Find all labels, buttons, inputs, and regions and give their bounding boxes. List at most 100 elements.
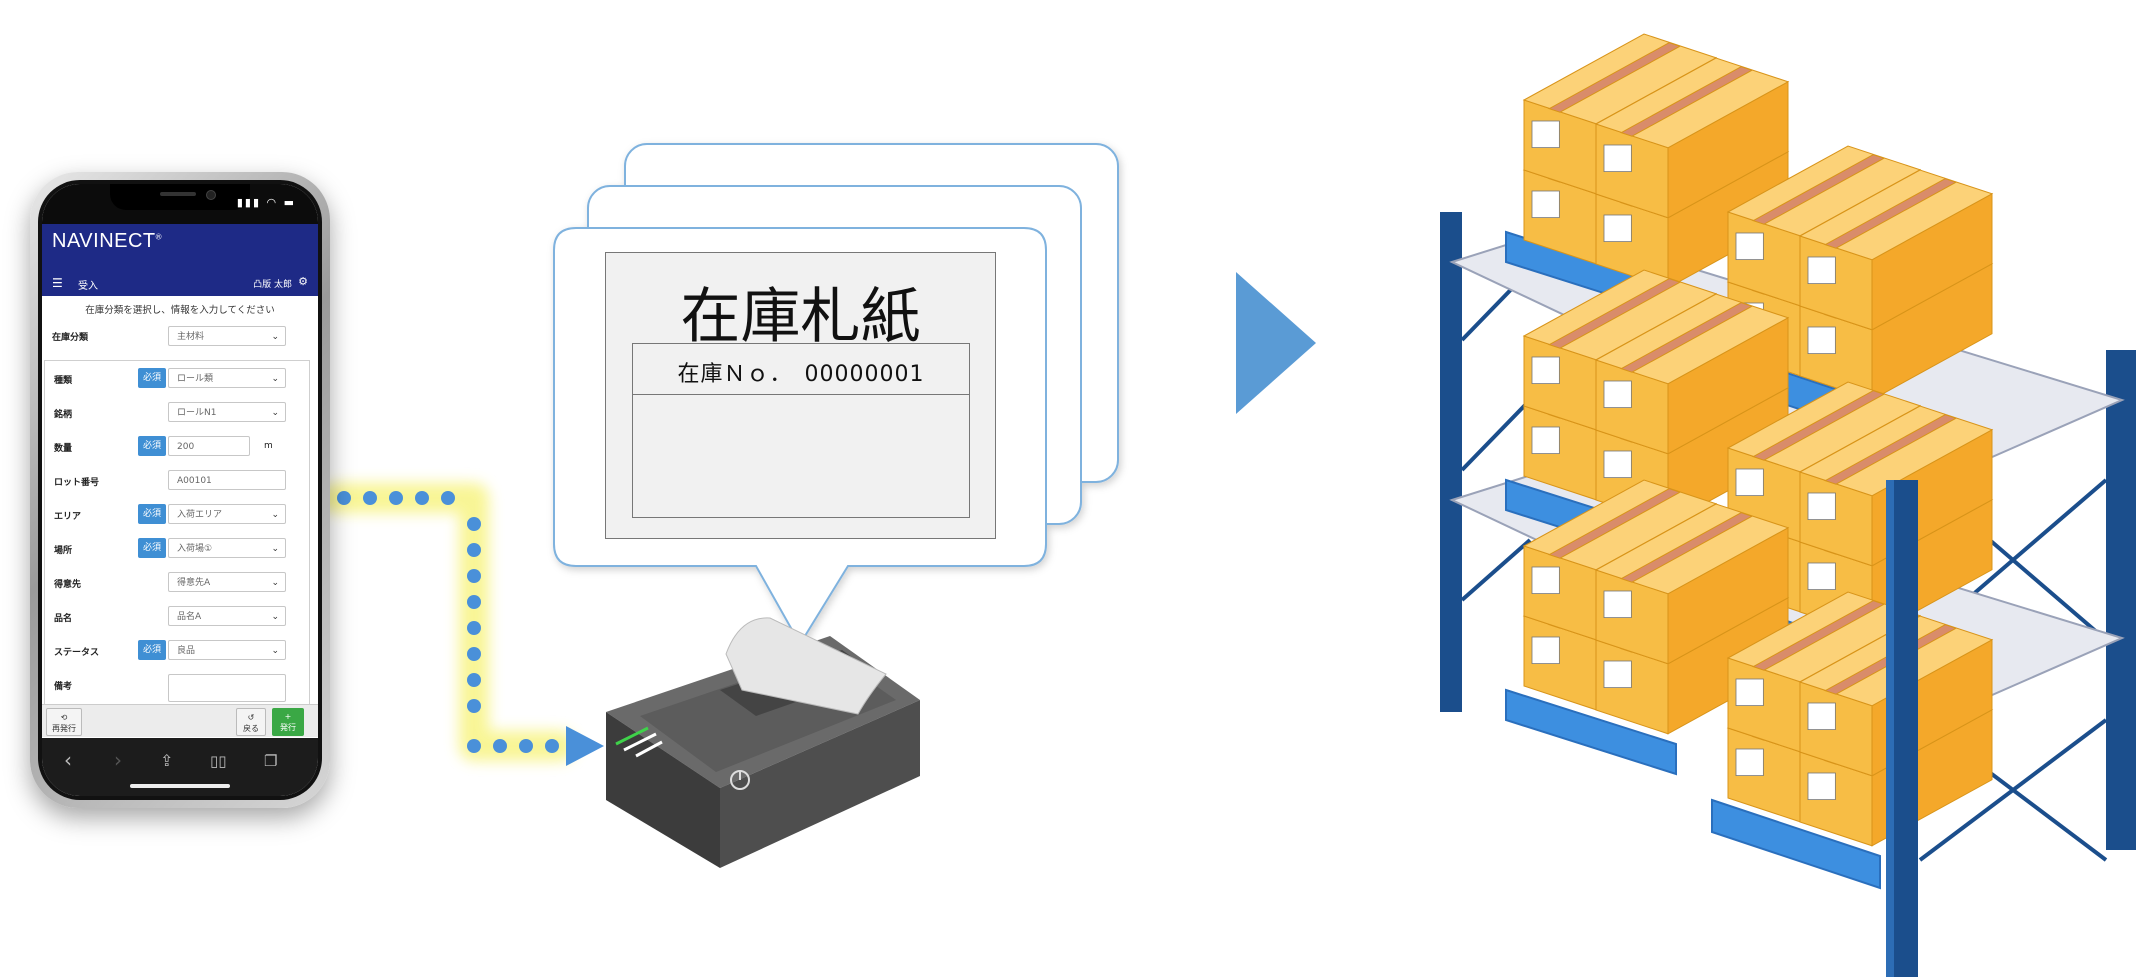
screen-title: 受入 bbox=[78, 281, 98, 292]
flow-dot bbox=[467, 647, 481, 661]
flow-dot bbox=[337, 491, 351, 505]
field-select[interactable]: 良品⌄ bbox=[168, 640, 286, 660]
flow-dot bbox=[467, 621, 481, 635]
chevron-down-icon: ⌄ bbox=[271, 544, 279, 554]
box-label bbox=[1807, 702, 1836, 731]
notch bbox=[110, 184, 250, 210]
warehouse-rack-icon bbox=[1440, 33, 2136, 977]
back-arrow-icon[interactable]: ‹ bbox=[64, 748, 72, 772]
data-flow-path bbox=[320, 483, 604, 766]
field-select[interactable]: ロールN1⌄ bbox=[168, 402, 286, 422]
chevron-down-icon: ⌄ bbox=[271, 578, 279, 588]
status-icons: ▮▮▮ ◠ ▬ bbox=[236, 196, 296, 209]
field-select[interactable]: ロール類⌄ bbox=[168, 368, 286, 388]
field-label: エリア bbox=[54, 512, 82, 522]
field-label: 場所 bbox=[54, 546, 73, 556]
chevron-down-icon: ⌄ bbox=[271, 612, 279, 622]
category-label: 在庫分類 bbox=[52, 333, 89, 343]
box-label bbox=[1531, 636, 1560, 665]
plus-icon: + bbox=[284, 712, 292, 721]
box-label bbox=[1735, 468, 1764, 497]
field-input[interactable]: 200 bbox=[168, 436, 250, 456]
issue-button[interactable]: + 発行 bbox=[272, 708, 304, 736]
box-label bbox=[1735, 748, 1764, 777]
inventory-tag bbox=[605, 252, 996, 539]
box-label bbox=[1807, 256, 1836, 285]
field-select[interactable]: 入荷場① ⌄ bbox=[168, 538, 286, 558]
brand-name: NAVINECT bbox=[52, 230, 156, 252]
chevron-down-icon: ⌄ bbox=[271, 374, 279, 384]
field-label: ステータス bbox=[54, 648, 100, 658]
field-value: 得意先A bbox=[177, 578, 211, 588]
undo-icon: ↺ bbox=[247, 713, 255, 722]
phone-screen: ▮▮▮ ◠ ▬ NAVINECT® ☰ 受入 凸版 太郎 ⚙ 在庫分類を選択し、… bbox=[42, 184, 318, 796]
app-header bbox=[42, 224, 318, 272]
field-select[interactable]: 入荷エリア⌄ bbox=[168, 504, 286, 524]
field-value: 入荷場① bbox=[177, 544, 213, 554]
bookmarks-icon[interactable]: ▯▯ bbox=[210, 752, 227, 770]
speaker bbox=[160, 192, 196, 196]
back-label: 戻る bbox=[243, 724, 259, 733]
required-badge: 必須 bbox=[138, 504, 166, 524]
box-label bbox=[1531, 356, 1560, 385]
field-unit: m bbox=[264, 441, 273, 451]
back-button[interactable]: ↺ 戻る bbox=[236, 708, 266, 736]
reissue-button[interactable]: ⟲再発行 bbox=[46, 708, 82, 736]
flow-dot bbox=[467, 595, 481, 609]
flow-dot bbox=[467, 739, 481, 753]
instruction-text: 在庫分類を選択し、情報を入力してください bbox=[85, 305, 275, 316]
chevron-down-icon: ⌄ bbox=[271, 646, 279, 656]
flow-dot bbox=[389, 491, 403, 505]
next-step-arrow-icon bbox=[1236, 272, 1316, 414]
box-label bbox=[1807, 772, 1836, 801]
box-label bbox=[1531, 120, 1560, 149]
field-label: 銘柄 bbox=[54, 410, 73, 420]
menu-icon[interactable]: ☰ bbox=[52, 276, 63, 290]
home-indicator bbox=[130, 784, 230, 788]
gear-icon[interactable]: ⚙ bbox=[298, 275, 308, 288]
brand-mark: ® bbox=[155, 232, 163, 242]
flow-dot bbox=[545, 739, 559, 753]
box-label bbox=[1531, 426, 1560, 455]
field-label: 種類 bbox=[54, 376, 73, 386]
share-icon[interactable]: ⇪ bbox=[160, 751, 174, 770]
flow-dot bbox=[441, 491, 455, 505]
required-badge: 必須 bbox=[138, 436, 166, 456]
forward-arrow-icon[interactable]: › bbox=[114, 748, 122, 772]
box-label bbox=[1735, 232, 1764, 261]
nav-bar bbox=[42, 272, 318, 296]
box-label bbox=[1603, 144, 1632, 173]
reissue-icon: ⟲ bbox=[60, 713, 68, 722]
box-label bbox=[1807, 326, 1836, 355]
category-value: 主材料 bbox=[177, 332, 205, 342]
required-badge: 必須 bbox=[138, 640, 166, 660]
box-label bbox=[1603, 660, 1632, 689]
issue-label: 発行 bbox=[280, 723, 296, 732]
flow-dot bbox=[467, 699, 481, 713]
box-label bbox=[1603, 214, 1632, 243]
inventory-tag-title: 在庫札紙 bbox=[680, 282, 921, 352]
flow-arrowhead bbox=[566, 726, 604, 766]
field-label: 備考 bbox=[54, 682, 73, 692]
box-label bbox=[1807, 492, 1836, 521]
category-select[interactable]: 主材料⌄ bbox=[168, 326, 286, 346]
required-badge: 必須 bbox=[138, 368, 166, 388]
field-input[interactable] bbox=[168, 674, 286, 702]
brand-logo: NAVINECT® bbox=[52, 230, 162, 253]
inventory-tag-divider bbox=[632, 394, 970, 395]
flow-dot bbox=[467, 517, 481, 531]
status-bar: ▮▮▮ ◠ ▬ bbox=[42, 184, 318, 224]
flow-dot bbox=[493, 739, 507, 753]
tabs-icon[interactable]: ❐ bbox=[264, 752, 278, 770]
field-value: 品名A bbox=[177, 612, 202, 622]
flow-dot bbox=[415, 491, 429, 505]
field-value: 入荷エリア bbox=[177, 510, 223, 520]
box-label bbox=[1603, 450, 1632, 479]
box-label bbox=[1603, 590, 1632, 619]
field-select[interactable]: 品名A ⌄ bbox=[168, 606, 286, 626]
field-select[interactable]: 得意先A ⌄ bbox=[168, 572, 286, 592]
box-label bbox=[1807, 562, 1836, 591]
field-input[interactable]: A00101 bbox=[168, 470, 286, 490]
inventory-tag-box bbox=[632, 343, 970, 518]
field-label: 品名 bbox=[54, 614, 73, 624]
